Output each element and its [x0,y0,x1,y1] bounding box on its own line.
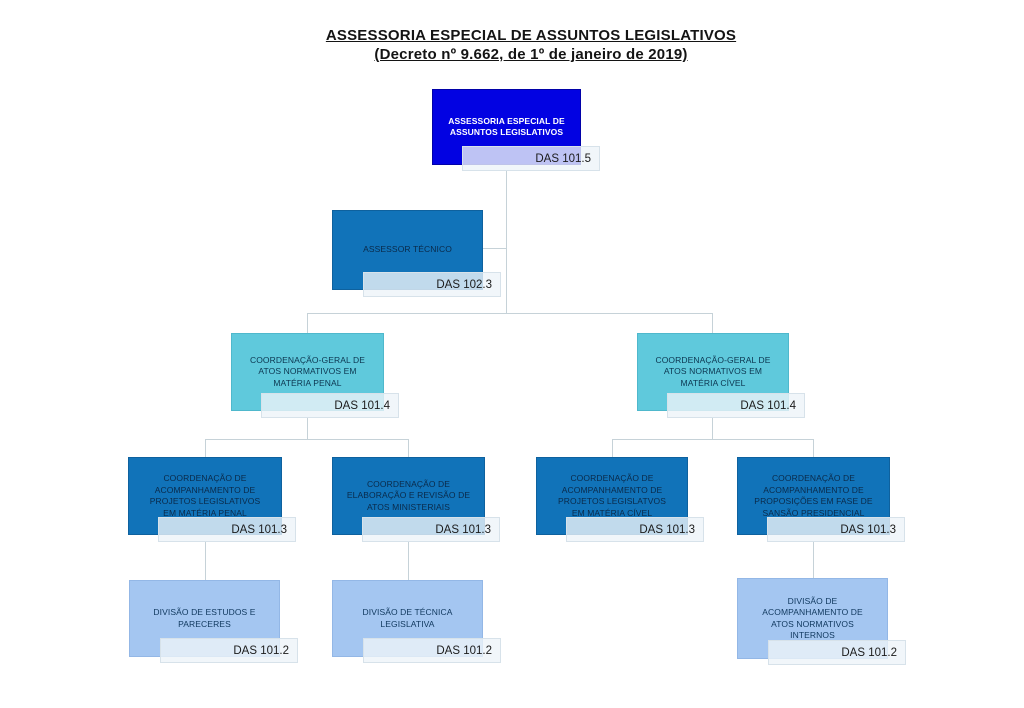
connector-line [307,313,713,314]
node-cg-materia-civel: COORDENAÇÃO-GERAL DE ATOS NORMATIVOS EM … [637,333,805,418]
das-badge: DAS 101.3 [767,517,905,542]
node-box: DIVISÃO DE TÉCNICA LEGISLATIVA [332,580,483,657]
chart-subtitle: (Decreto nº 9.662, de 1º de janeiro de 2… [374,46,688,63]
das-badge: DAS 101.4 [261,393,399,418]
das-label: DAS 102.3 [436,278,492,291]
node-coord-projetos-civel: COORDENAÇÃO DE ACOMPANHAMENTO DE PROJETO… [536,457,704,542]
das-label: DAS 101.3 [435,523,491,536]
node-label: ASSESSORIA ESPECIAL DE ASSUNTOS LEGISLAT… [448,115,565,138]
das-badge: DAS 101.5 [462,146,600,171]
chart-title: ASSESSORIA ESPECIAL DE ASSUNTOS LEGISLAT… [325,27,737,44]
das-badge: DAS 101.3 [566,517,704,542]
connector-line [205,439,206,457]
node-cg-materia-penal: COORDENAÇÃO-GERAL DE ATOS NORMATIVOS EM … [231,333,399,418]
das-label: DAS 101.3 [639,523,695,536]
node-box: COORDENAÇÃO DE ACOMPANHAMENTO DE PROJETO… [536,457,688,535]
node-divisao-estudos-pareceres: DIVISÃO DE ESTUDOS E PARECERES DAS 101.2 [129,580,298,663]
node-divisao-tecnica-legislativa: DIVISÃO DE TÉCNICA LEGISLATIVA DAS 101.2 [332,580,501,663]
das-label: DAS 101.2 [436,644,492,657]
connector-line [506,170,507,313]
node-label: DIVISÃO DE ESTUDOS E PARECERES [153,607,256,629]
das-label: DAS 101.2 [841,646,897,659]
node-label: COORDENAÇÃO DE ELABORAÇÃO E REVISÃO DE A… [346,478,471,512]
das-badge: DAS 101.4 [667,393,805,418]
connector-line [813,542,814,578]
das-label: DAS 101.3 [231,523,287,536]
connector-line [813,439,814,457]
node-divisao-atos-internos: DIVISÃO DE ACOMPANHAMENTO DE ATOS NORMAT… [737,578,906,665]
connector-line [483,248,506,249]
das-badge: DAS 101.2 [768,640,906,665]
connector-line [712,418,713,439]
connector-line [612,439,813,440]
node-label: COORDENAÇÃO-GERAL DE ATOS NORMATIVOS EM … [249,354,366,388]
node-label: DIVISÃO DE ACOMPANHAMENTO DE ATOS NORMAT… [762,595,863,641]
das-label: DAS 101.2 [233,644,289,657]
node-coord-elaboracao-revisao: COORDENAÇÃO DE ELABORAÇÃO E REVISÃO DE A… [332,457,500,542]
das-label: DAS 101.3 [840,523,896,536]
node-coord-projetos-penal: COORDENAÇÃO DE ACOMPANHAMENTO DE PROJETO… [128,457,296,542]
das-badge: DAS 102.3 [363,272,501,297]
node-coord-proposicoes-sancao: COORDENAÇÃO DE ACOMPANHAMENTO DE PROPOSI… [737,457,905,542]
node-label: COORDENAÇÃO DE ACOMPANHAMENTO DE PROJETO… [558,473,666,518]
node-label: DIVISÃO DE TÉCNICA LEGISLATIVA [362,607,453,629]
node-assessoria-especial: ASSESSORIA ESPECIAL DE ASSUNTOS LEGISLAT… [432,89,600,171]
connector-line [712,313,713,333]
node-label: COORDENAÇÃO-GERAL DE ATOS NORMATIVOS EM … [655,354,771,388]
connector-line [205,439,408,440]
das-badge: DAS 101.3 [362,517,500,542]
connector-line [307,418,308,439]
connector-line [408,439,409,457]
node-label: COORDENAÇÃO DE ACOMPANHAMENTO DE PROPOSI… [754,473,873,518]
connector-line [408,542,409,580]
chart-title-block: ASSESSORIA ESPECIAL DE ASSUNTOS LEGISLAT… [0,26,1024,64]
das-badge: DAS 101.2 [363,638,501,663]
node-label: COORDENAÇÃO DE ACOMPANHAMENTO DE PROJETO… [149,473,261,518]
das-label: DAS 101.5 [535,152,591,165]
connector-line [307,313,308,333]
connector-line [612,439,613,457]
node-label: ASSESSOR TÉCNICO [363,244,452,255]
connector-line [205,542,206,580]
das-badge: DAS 101.3 [158,517,296,542]
das-label: DAS 101.4 [740,399,796,412]
node-assessor-tecnico: ASSESSOR TÉCNICO DAS 102.3 [332,210,501,297]
das-badge: DAS 101.2 [160,638,298,663]
das-label: DAS 101.4 [334,399,390,412]
